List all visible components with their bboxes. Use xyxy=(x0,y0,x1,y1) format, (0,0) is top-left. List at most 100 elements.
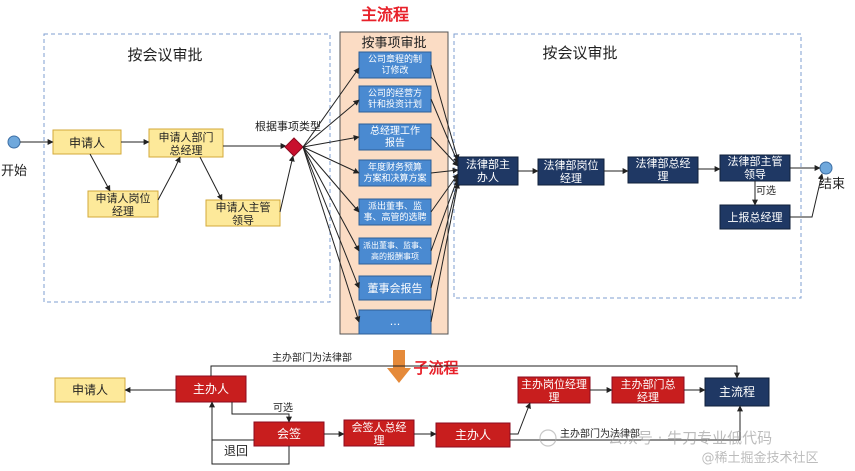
right-meeting-zone xyxy=(453,33,802,299)
sub-arrow-owner-mainflow-top xyxy=(210,365,740,379)
position-mgr-node xyxy=(87,190,159,218)
optional-label: 可选 xyxy=(756,184,776,197)
matter-text-8: ... xyxy=(390,315,401,328)
matter-text-2-b: 针和投资计划 xyxy=(368,98,422,110)
fan-in-1 xyxy=(430,64,460,161)
end-circle xyxy=(819,161,833,175)
fan-out-7 xyxy=(302,146,360,289)
supervisor-line2: 领导 xyxy=(232,214,254,227)
wechat-icon xyxy=(539,429,557,447)
fan-in-4 xyxy=(430,167,459,174)
watermark-line2: @稀土掘金技术社区 xyxy=(701,450,818,466)
matter-box-2 xyxy=(358,85,432,113)
matter-text-2-a: 公司的经营方 xyxy=(368,87,422,99)
sub-owner-dept-gm-line1: 主办部门总 xyxy=(621,377,676,391)
fan-in-arrows xyxy=(430,64,460,323)
sub-main-flow-label: 主流程 xyxy=(719,384,755,399)
arrow-report-end xyxy=(790,173,824,218)
fan-out-2 xyxy=(302,99,360,148)
sub-arrow-return xyxy=(209,401,254,441)
supervisor-node xyxy=(205,199,281,227)
legal-leader-label: 法律部主管领导 xyxy=(728,154,783,181)
matter-box-7 xyxy=(358,275,432,301)
legal-position-mgr-label: 法律部岗位经理 xyxy=(544,158,599,185)
fan-in-7 xyxy=(430,179,460,289)
fan-out-3 xyxy=(302,134,360,148)
legal-gm-line2: 理 xyxy=(658,170,669,183)
sub-owner2-label: 主办人 xyxy=(455,427,491,442)
matter-text-6: 派出董事、监事、高的报酬事项 xyxy=(363,240,427,261)
sub-owner2-node xyxy=(435,422,511,448)
sub-applicant-label: 申请人 xyxy=(72,383,108,397)
sub-countersign-gm-line2: 理 xyxy=(374,434,385,447)
sub-owner-position-mgr-line1: 主办岗位经理 xyxy=(521,377,587,391)
watermark: 公众号 · 牛刀专业低代码 @稀土掘金技术社区 xyxy=(539,429,819,466)
matter-text-7: 董事会报告 xyxy=(368,281,423,295)
sub-countersign-label: 会签 xyxy=(277,426,301,441)
sub-owner-label: 主办人 xyxy=(193,381,229,396)
fan-in-8 xyxy=(430,182,460,323)
fan-in-2 xyxy=(430,98,459,164)
supervisor-label: 申请人主管领导 xyxy=(216,200,271,227)
sub-owner-position-mgr-line2: 理 xyxy=(549,391,560,404)
matter-text-5: 派出董事、监事、高管的选聘 xyxy=(363,200,426,223)
applicant-node xyxy=(52,129,122,155)
end-label: 结束 xyxy=(819,177,845,192)
start-label: 开始 xyxy=(1,164,27,179)
legal-owner-line2: 办人 xyxy=(477,171,499,184)
legal-leader-line2: 领导 xyxy=(744,168,766,181)
matter-text-1-a: 公司章程的制 xyxy=(368,53,422,65)
matter-text-5-b: 事、高管的选聘 xyxy=(363,211,426,223)
legal-position-mgr-line2: 经理 xyxy=(560,172,582,185)
legal-gm-label: 法律部总经理 xyxy=(636,156,691,183)
sub-owner-dept-gm-label: 主办部门总经理 xyxy=(621,377,676,404)
dept-head-line2: 总经理 xyxy=(170,143,203,157)
matter-box-8 xyxy=(358,309,432,335)
start-circle xyxy=(7,135,21,149)
legal-gm-node xyxy=(627,156,699,184)
arrow-supervisor-decision xyxy=(279,155,295,213)
dept-head-label: 申请人部门总经理 xyxy=(159,130,214,157)
matter-box-4 xyxy=(358,159,432,187)
legal-position-mgr-line1: 法律部岗位 xyxy=(544,158,599,172)
position-mgr-line1: 申请人岗位 xyxy=(96,191,151,205)
matter-box-3 xyxy=(358,123,432,151)
legal-owner-line1: 法律部主 xyxy=(466,157,510,171)
sub-countersign-gm-line1: 会签人总经 xyxy=(352,420,407,434)
applicant-label: 申请人 xyxy=(69,136,105,150)
sub-countersign-gm-node xyxy=(343,419,415,447)
supervisor-line1: 申请人主管 xyxy=(216,200,271,214)
fan-out-1 xyxy=(302,67,360,148)
fan-out-8 xyxy=(302,146,361,323)
sub-arrow-owner2-mainflow xyxy=(510,405,743,441)
matter-text-3: 总经理工作报告 xyxy=(370,124,420,149)
matter-text-3-b: 报告 xyxy=(385,136,405,149)
sub-return-label: 退回 xyxy=(224,444,248,458)
sub-optional-label: 可选 xyxy=(273,401,293,414)
matter-text-2: 公司的经营方针和投资计划 xyxy=(368,87,422,110)
fan-out-arrows xyxy=(302,67,361,323)
fan-out-4 xyxy=(302,146,360,174)
matter-text-1-b: 订修改 xyxy=(381,64,408,76)
sub-owner-position-mgr-label: 主办岗位经理理 xyxy=(521,377,587,404)
matter-text-5-a: 派出董事、监 xyxy=(368,200,422,212)
position-mgr-label: 申请人岗位经理 xyxy=(96,191,151,218)
legal-gm-line1: 法律部总经 xyxy=(636,156,691,170)
matter-text-4: 年度财务预算方案和决算方案 xyxy=(363,161,426,184)
fan-in-3 xyxy=(430,136,459,167)
decision-diamond xyxy=(284,137,304,157)
matter-text-4-b: 方案和决算方案 xyxy=(363,172,426,184)
sub-owner-dept-gm-line2: 经理 xyxy=(637,391,659,404)
fan-out-6 xyxy=(302,146,360,252)
arrow-applicant-position xyxy=(89,153,111,192)
legal-position-mgr-node xyxy=(537,158,605,186)
left-meeting-zone xyxy=(43,33,331,303)
matter-list: 公司章程的制订修改 公司的经营方针和投资计划 总经理工作报告 年度财务预算方案和… xyxy=(358,51,432,335)
fan-in-6 xyxy=(430,176,459,252)
arrow-position-dept xyxy=(157,156,181,201)
legal-leader-node xyxy=(719,154,791,182)
sub-applicant-node xyxy=(54,377,126,403)
matter-text-6-b: 高的报酬事项 xyxy=(371,251,419,261)
sub-legal-owner-label: 主办部门为法律部 xyxy=(272,351,352,364)
